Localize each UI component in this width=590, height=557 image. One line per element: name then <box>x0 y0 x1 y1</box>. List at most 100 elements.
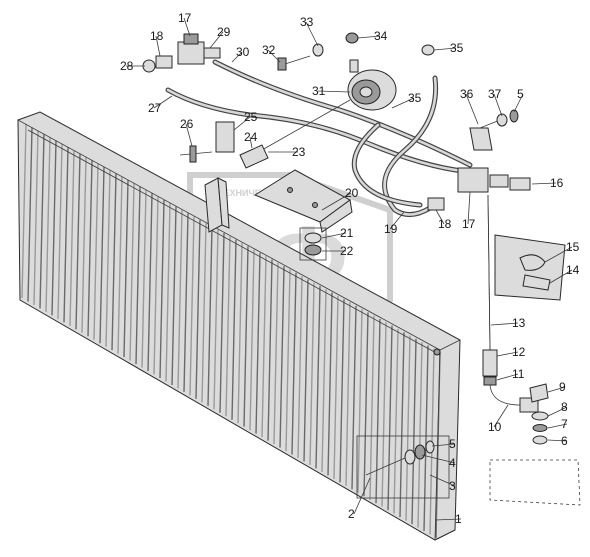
louver-slat <box>117 176 123 354</box>
callout-c15: 15 <box>566 240 580 254</box>
bracket-plate <box>253 169 353 233</box>
louver-slat <box>165 203 171 382</box>
louver-slat <box>63 147 69 323</box>
louver-slat <box>405 335 411 521</box>
louver-slat <box>111 173 117 351</box>
louver-slat <box>297 275 303 459</box>
callout-c16: 16 <box>550 176 564 190</box>
callout-c25: 25 <box>244 110 258 124</box>
louver-slat <box>231 239 237 420</box>
louver-slat <box>303 279 309 462</box>
callout-c18b: 18 <box>438 217 452 231</box>
callout-c5a: 5 <box>449 437 456 451</box>
leader-line-c30 <box>231 51 243 63</box>
leader-line-c19 <box>389 211 405 230</box>
leader-line-c31 <box>317 90 351 93</box>
callout-c14: 14 <box>566 263 580 277</box>
louver-slat <box>423 345 429 532</box>
leader-line-c24 <box>249 136 253 149</box>
bolt-assembly <box>356 435 450 499</box>
callout-c8: 8 <box>561 400 568 414</box>
callout-c3: 3 <box>449 479 456 493</box>
callout-c31: 31 <box>312 84 326 98</box>
leader-line-c5a <box>431 443 456 447</box>
callout-c19: 19 <box>384 222 398 236</box>
louver-slat <box>255 252 261 434</box>
callout-c35b: 35 <box>408 91 422 105</box>
callout-c5b: 5 <box>517 87 524 101</box>
leader-line-c18a <box>155 35 161 57</box>
louver-slat <box>105 170 111 347</box>
callout-c26: 26 <box>180 117 194 131</box>
louver-slat <box>159 199 165 379</box>
louver-slat <box>327 292 333 476</box>
callout-c1: 1 <box>455 512 462 526</box>
louver-slat <box>279 266 285 448</box>
leader-line-c37 <box>493 93 503 117</box>
leader-line-c18b <box>435 209 445 225</box>
louver-slat <box>333 295 339 479</box>
callout-c30: 30 <box>236 45 250 59</box>
louver-slat <box>141 190 147 368</box>
louver-slat <box>21 123 27 299</box>
valve-right <box>427 127 531 211</box>
leader-line-c33 <box>305 21 319 47</box>
louver-slat <box>219 233 225 413</box>
louver-slat <box>213 229 219 410</box>
leader-line-c34 <box>357 35 381 39</box>
callout-c10: 10 <box>488 420 502 434</box>
louver-slat <box>27 127 33 302</box>
louver-slat <box>357 309 363 493</box>
louver-slat <box>51 140 57 316</box>
louver-slat <box>249 249 255 431</box>
callout-c23: 23 <box>292 145 306 159</box>
callout-c21: 21 <box>340 226 354 240</box>
callout-c34: 34 <box>374 29 388 43</box>
valve-top <box>142 33 221 73</box>
louver-slat <box>153 196 159 375</box>
tube-fittings <box>482 349 498 386</box>
louver-slat <box>315 285 321 469</box>
leader-line-c36 <box>465 93 479 125</box>
leader-line-c9 <box>547 386 566 393</box>
callout-c24: 24 <box>244 130 258 144</box>
louver-slat <box>57 143 63 319</box>
louver-slat <box>75 153 81 330</box>
louver-slat <box>183 213 189 392</box>
leader-line-c26 <box>185 123 193 147</box>
louver-slat <box>225 236 231 417</box>
bolts-upper <box>277 32 519 129</box>
louver-slat <box>195 219 201 399</box>
louver-slat <box>375 318 381 504</box>
leader-line-c35a <box>433 47 457 51</box>
callout-c20: 20 <box>345 186 359 200</box>
callout-c17b: 17 <box>462 217 476 231</box>
panel-bolt-hole <box>433 348 441 356</box>
leader-line-c14 <box>549 269 573 284</box>
air-cylinder <box>347 59 397 111</box>
leader-lines <box>126 17 573 521</box>
leader-line-c13 <box>490 322 519 326</box>
callout-c2: 2 <box>348 507 355 521</box>
louver-slat <box>237 242 243 424</box>
louver-slat <box>261 256 267 438</box>
callout-c4a: 4 <box>449 456 456 470</box>
louver-slat <box>393 328 399 514</box>
louver-slat <box>285 269 291 452</box>
louver-slat <box>387 325 393 511</box>
louver-slat <box>369 315 375 500</box>
callout-c32: 32 <box>262 43 276 57</box>
callout-c27: 27 <box>148 101 162 115</box>
louver-slat <box>411 338 417 525</box>
callout-c35a: 35 <box>450 41 464 55</box>
louver-slat <box>39 133 45 309</box>
louver-slat <box>87 160 93 337</box>
callout-c37: 37 <box>488 87 502 101</box>
side-bracket <box>494 234 566 301</box>
callout-c9: 9 <box>559 380 566 394</box>
louver-slat <box>243 246 249 427</box>
leader-line-c17a <box>183 17 191 37</box>
louver-slat <box>417 342 423 528</box>
louver-slat <box>69 150 75 326</box>
louver-slat <box>201 223 207 403</box>
